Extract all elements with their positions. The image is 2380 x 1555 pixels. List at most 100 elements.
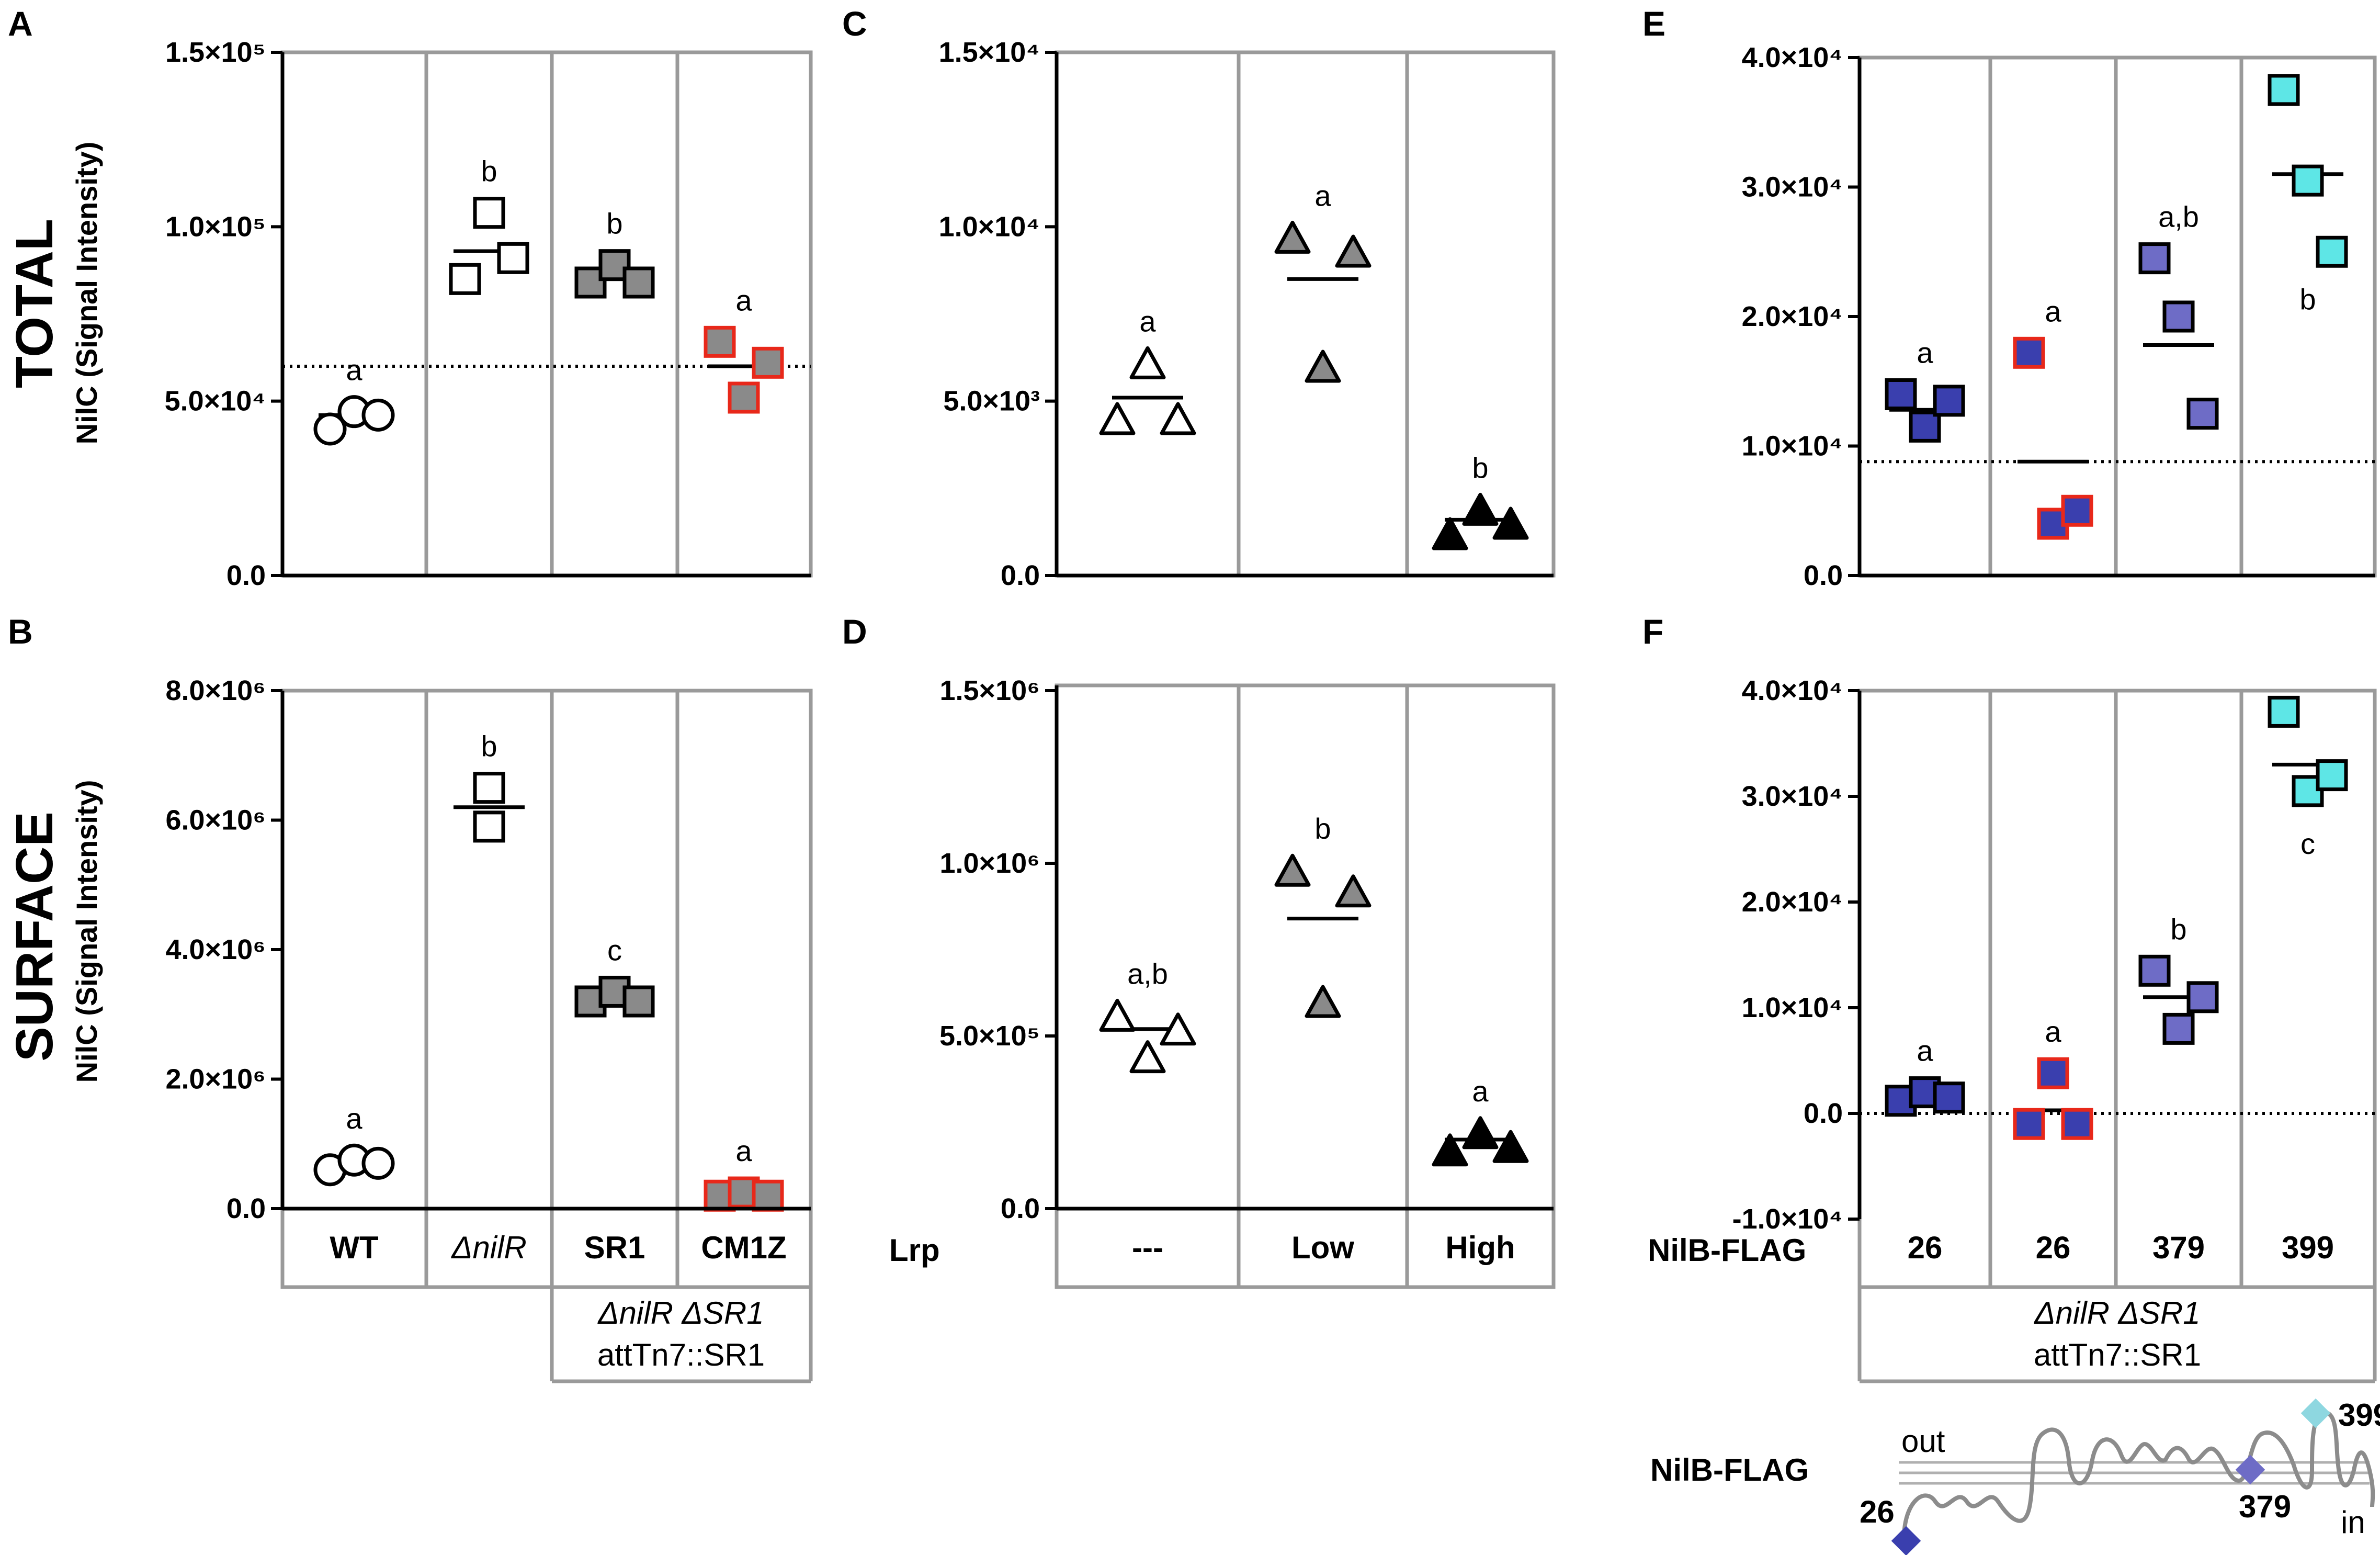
data-point-triangle [1335, 234, 1372, 268]
data-point-square [473, 810, 505, 843]
schematic-label: NilB-FLAG [1650, 1452, 1809, 1488]
y-tick-label: 8.0×10⁶ [165, 675, 266, 706]
data-point-square [752, 1179, 784, 1212]
y-tick-label: 3.0×10⁴ [1742, 781, 1843, 812]
data-point-square [473, 197, 505, 229]
y-tick-label: -1.0×10⁴ [1732, 1203, 1843, 1235]
significance-letter: a [1917, 1034, 1933, 1067]
data-point-square [2138, 242, 2171, 275]
data-point-circle [361, 398, 395, 432]
category-label: SR1 [584, 1230, 645, 1265]
strain-note-line1: ΔnilR ΔSR1 [597, 1295, 764, 1331]
significance-letter: a [1139, 305, 1156, 337]
significance-letter: b [1314, 812, 1331, 845]
data-point-square [704, 325, 736, 358]
significance-letter: c [2300, 827, 2315, 860]
data-point-triangle [1305, 350, 1341, 383]
data-point-square [2268, 74, 2300, 106]
significance-letter: b [481, 730, 497, 763]
data-point-circle [313, 412, 347, 446]
panel-letter-e: E [1642, 4, 1665, 43]
y-tick-label: 1.0×10⁶ [939, 848, 1040, 879]
panel-letter-f: F [1642, 612, 1663, 651]
significance-letter: b [1472, 451, 1488, 484]
y-tick-label: 5.0×10³ [943, 386, 1040, 417]
y-tick-label: 3.0×10⁴ [1742, 172, 1843, 203]
y-tick-label: 2.0×10⁴ [1742, 301, 1843, 332]
data-point-square [2162, 1012, 2195, 1045]
data-point-triangle [1099, 402, 1136, 435]
data-point-triangle [1432, 1133, 1468, 1167]
data-point-triangle [1274, 853, 1311, 887]
significance-letter: b [606, 207, 622, 240]
category-label: 399 [2282, 1230, 2334, 1265]
significance-letter: a,b [2158, 200, 2199, 233]
y-tick-label: 0.0 [1001, 560, 1040, 591]
data-point-square [752, 346, 784, 379]
category-label: ΔnilR [450, 1230, 527, 1265]
category-label: 379 [2152, 1230, 2205, 1265]
panel-letter-a: A [8, 4, 33, 43]
y-tick-label: 5.0×10⁴ [165, 386, 266, 417]
protein-chain [1902, 1410, 2375, 1539]
nilb-flag-row-label: NilB-FLAG [1648, 1233, 1806, 1268]
data-point-square [1885, 378, 1917, 410]
panel-a-frame [280, 50, 813, 578]
site-26-label: 26 [1860, 1494, 1895, 1529]
data-point-square [2316, 235, 2348, 268]
category-label: WT [330, 1230, 378, 1265]
y-tick-label: 0.0 [226, 1193, 266, 1224]
significance-letter: a [735, 1134, 752, 1167]
strain-note-line2: attTn7::SR1 [2034, 1337, 2201, 1372]
data-point-square [2013, 1108, 2045, 1140]
data-point-square [2186, 981, 2219, 1013]
significance-letter: a [1917, 336, 1933, 369]
flag-site-379-diamond [2235, 1455, 2265, 1485]
significance-letter: b [2170, 912, 2186, 945]
data-point-square [622, 266, 655, 299]
significance-letter: a [1472, 1075, 1489, 1108]
panel-c-marks: aab [1099, 179, 1529, 550]
category-label: 26 [2036, 1230, 2071, 1265]
data-point-triangle [1274, 220, 1311, 254]
panel-f: F -1.0×10⁴0.01.0×10⁴2.0×10⁴3.0×10⁴4.0×10… [1642, 612, 2377, 1383]
y-tick-label: 4.0×10⁶ [165, 934, 266, 965]
y-tick-label: 0.0 [226, 560, 266, 591]
panel-letter-c: C [842, 4, 867, 43]
flag-site-399-diamond [2300, 1398, 2331, 1428]
y-tick-label: 1.0×10⁴ [1742, 992, 1843, 1023]
data-point-square [1909, 410, 1941, 443]
y-axis-label-surface: NilC (Signal Intensity) [70, 780, 103, 1083]
data-point-square [2037, 1057, 2069, 1089]
site-399-label: 399 [2338, 1398, 2380, 1433]
data-point-square [574, 266, 607, 299]
y-tick-label: 1.0×10⁴ [1742, 431, 1843, 462]
significance-letter: b [2299, 283, 2316, 315]
data-point-square [449, 263, 481, 295]
panel-letter-b: B [8, 612, 33, 651]
data-point-square [1933, 1081, 1965, 1114]
data-point-triangle [1462, 492, 1499, 526]
nilb-topology-schematic: NilB-FLAG out in 26 379 399 [1650, 1398, 2380, 1555]
category-label: 26 [1908, 1230, 1943, 1265]
y-tick-label: 2.0×10⁴ [1742, 886, 1843, 918]
y-tick-label: 0.0 [1804, 560, 1843, 591]
y-tick-label: 1.5×10⁶ [939, 675, 1040, 706]
data-point-square [2162, 300, 2195, 333]
data-point-square [497, 242, 529, 274]
data-point-square [728, 381, 760, 414]
category-label: Low [1291, 1230, 1354, 1265]
data-point-square [473, 772, 505, 804]
significance-letter: a [346, 1102, 362, 1135]
y-axis-label-total: NilC (Signal Intensity) [70, 142, 103, 445]
category-label: CM1Z [701, 1230, 786, 1265]
